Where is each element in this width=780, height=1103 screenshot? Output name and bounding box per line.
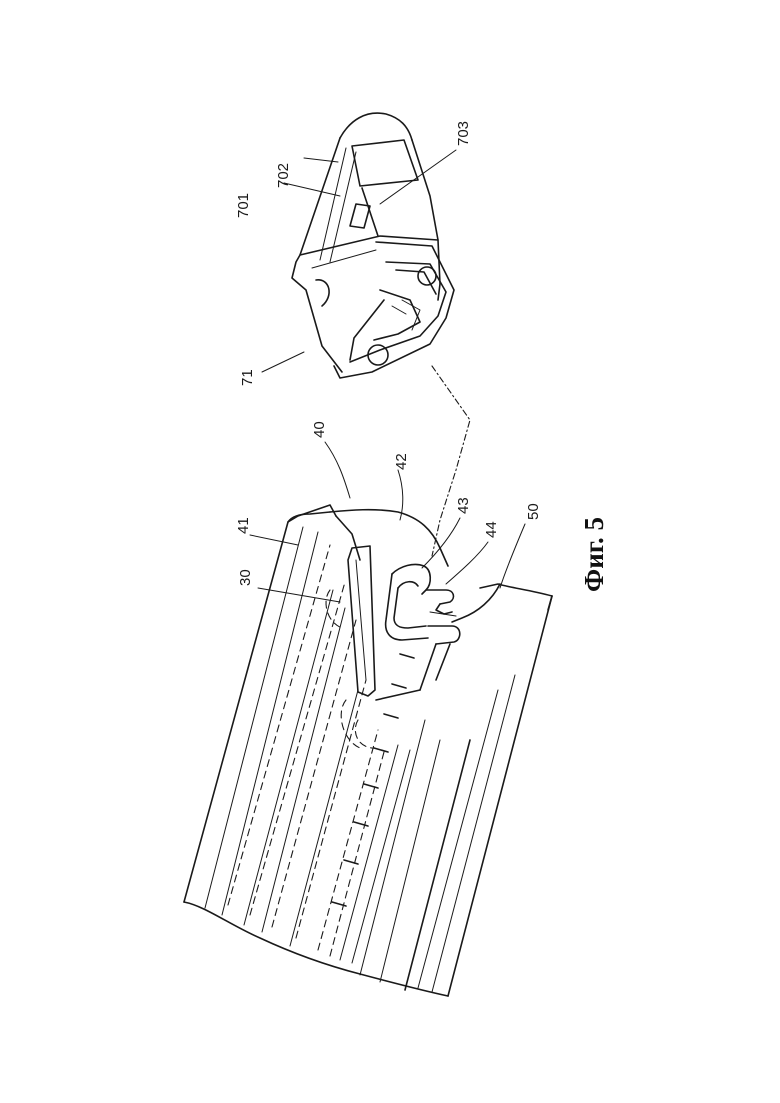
label-44: 44 [483,521,500,538]
label-701: 701 [235,193,252,218]
label-30: 30 [237,569,254,586]
label-41: 41 [235,517,252,534]
assembly-axis-line [432,366,470,556]
label-71: 71 [239,369,256,386]
label-50: 50 [525,503,542,520]
label-703: 703 [455,121,472,146]
label-42: 42 [393,453,410,470]
label-43: 43 [455,497,472,514]
label-702: 702 [275,163,292,188]
label-40: 40 [311,421,328,438]
end-cap-71 [292,113,454,378]
groove-clip-43-44 [376,564,460,700]
figure-caption: Фиг. 5 [579,517,609,592]
